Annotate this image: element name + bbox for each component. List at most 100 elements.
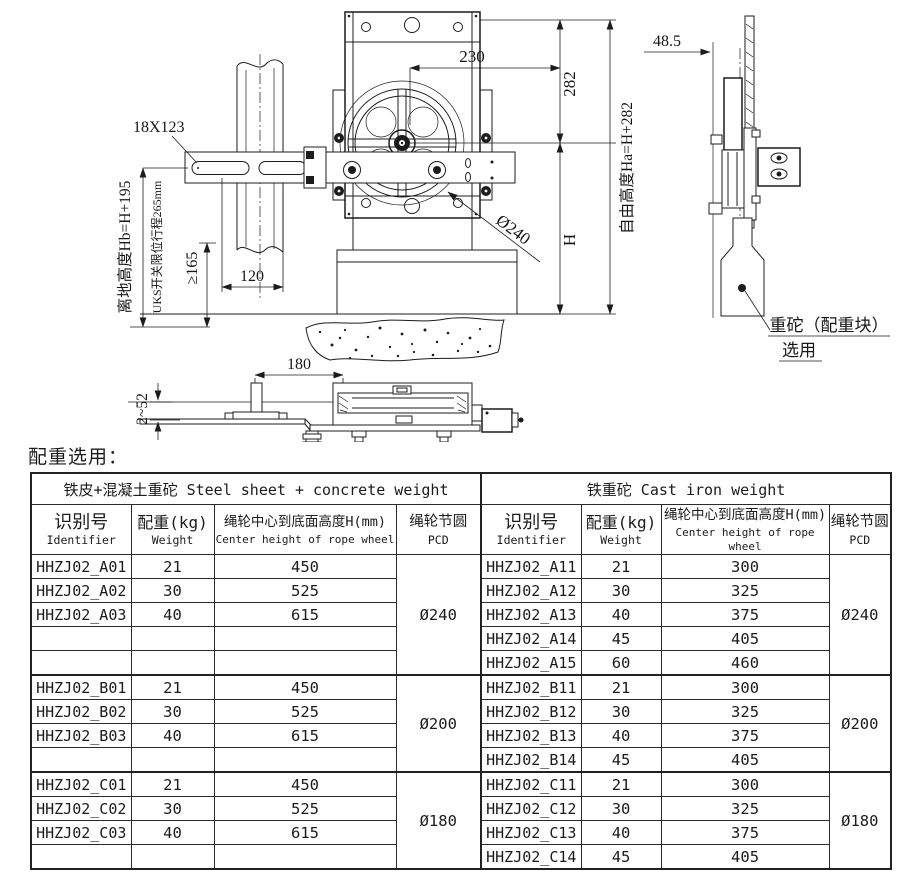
cell-identifier: HHZJ02_B12 (480, 699, 582, 724)
cell-height: 300 (660, 674, 830, 700)
cell-height: 325 (660, 699, 830, 724)
bottom-view: 180 (128, 356, 524, 448)
cell-height (213, 844, 397, 870)
cell-identifier (30, 650, 132, 676)
slot-label: 18X123 (133, 119, 185, 136)
cell-height: 405 (660, 747, 830, 773)
col-header-pcd-en: PCD (849, 533, 871, 547)
col-header-identifier: 识别号 Identifier (30, 504, 132, 555)
dim-180: 180 (287, 356, 311, 373)
weight-pedestal (140, 218, 560, 315)
cell-pcd: Ø180 (828, 771, 892, 870)
cell-identifier: HHZJ02_C14 (480, 844, 582, 870)
cell-weight: 21 (580, 674, 662, 700)
col-header-weight: 配重(kg) Weight (130, 504, 215, 555)
cell-height: 460 (660, 650, 830, 676)
cell-weight: 30 (580, 796, 662, 821)
col-header-pcd-right: 绳轮节圆 PCD (828, 504, 892, 555)
col-header-height: 绳轮中心到底面高度H(mm) Center height of rope whe… (213, 504, 397, 555)
cell-weight (130, 626, 215, 651)
min-clearance-label: ≥165 (184, 252, 201, 285)
cell-weight: 21 (580, 771, 662, 797)
cell-height: 325 (660, 796, 830, 821)
col-header-identifier-en: Identifier (46, 533, 116, 547)
cell-identifier (30, 626, 132, 651)
cell-height: 450 (213, 554, 397, 579)
col-header-weight-right: 配重(kg) Weight (580, 504, 662, 555)
col-header-height-en: Center height of rope wheel (215, 533, 395, 546)
cell-identifier: HHZJ02_A13 (480, 602, 582, 627)
technical-drawing: 230 282 H 自由高度Ha=H+282 Ø240 120 18X123 离… (116, 11, 890, 448)
cell-height: 450 (213, 674, 397, 700)
col-header-identifier-zh: 识别号 (54, 512, 109, 533)
cell-identifier: HHZJ02_A15 (480, 650, 582, 676)
cell-identifier (30, 844, 132, 870)
mounting-arm (184, 146, 516, 189)
cell-weight: 60 (580, 650, 662, 676)
cell-weight: 40 (580, 820, 662, 845)
col-header-identifier-en: Identifier (496, 533, 566, 547)
dim-282: 282 (560, 71, 579, 97)
side-view: 48.5 重砣（配重块） 选用 (644, 15, 890, 362)
cell-weight: 40 (580, 723, 662, 748)
wheel-dia-label: Ø240 (493, 211, 535, 249)
cell-weight (130, 650, 215, 676)
col-header-weight-zh: 配重(kg) (137, 513, 208, 532)
cell-weight: 45 (580, 844, 662, 870)
technical-drawing-area: 230 282 H 自由高度Ha=H+282 Ø240 120 18X123 离… (116, 11, 890, 448)
side-mechanism (708, 77, 801, 221)
col-header-pcd-zh: 绳轮节圆 (830, 514, 889, 530)
cell-weight: 30 (580, 699, 662, 724)
cell-weight: 21 (130, 674, 215, 700)
col-header-height-zh: 绳轮中心到底面高度H(mm) (223, 514, 387, 530)
frame-plate (332, 11, 493, 219)
cell-identifier: HHZJ02_A14 (480, 626, 582, 651)
dim-120: 120 (240, 268, 264, 285)
cell-height (213, 626, 397, 651)
cell-identifier: HHZJ02_C03 (30, 820, 132, 845)
cell-height: 375 (660, 820, 830, 845)
bottom-pole-stub (224, 382, 288, 420)
cell-weight: 40 (130, 723, 215, 748)
col-header-pcd: 绳轮节圆 PCD (395, 504, 482, 555)
cell-identifier: HHZJ02_A12 (480, 578, 582, 603)
uks-travel-label: UKS开关限位行程265mm (149, 180, 164, 313)
cell-height: 405 (660, 626, 830, 651)
cell-pcd: Ø240 (828, 554, 892, 676)
cell-weight: 21 (130, 554, 215, 579)
cell-weight: 30 (130, 578, 215, 603)
cell-weight: 21 (580, 554, 662, 579)
col-header-height-right: 绳轮中心到底面高度H(mm) Center height of rope whe… (660, 504, 830, 555)
cell-height: 525 (213, 699, 397, 724)
cell-weight: 30 (130, 699, 215, 724)
cell-weight: 21 (130, 771, 215, 797)
cell-identifier: HHZJ02_B03 (30, 723, 132, 748)
cell-pcd: Ø200 (395, 674, 482, 773)
cell-height: 300 (660, 771, 830, 797)
col-header-height-en: Center height of rope wheel (675, 526, 815, 553)
cell-identifier: HHZJ02_B13 (480, 723, 582, 748)
page-title: 配重选用： (28, 446, 129, 468)
dim-48-5: 48.5 (653, 33, 681, 50)
col-header-height-zh: 绳轮中心到底面高度H(mm) (663, 507, 827, 523)
cell-pcd: Ø180 (395, 771, 482, 870)
cell-weight (130, 747, 215, 773)
weight-note-line2: 选用 (782, 341, 816, 360)
col-header-identifier-right: 识别号 Identifier (480, 504, 582, 555)
cell-identifier: HHZJ02_A01 (30, 554, 132, 579)
cell-weight: 45 (580, 747, 662, 773)
dim-230: 230 (459, 47, 485, 66)
weight-note-line1: 重砣（配重块） (770, 316, 889, 335)
cell-identifier: HHZJ02_B14 (480, 747, 582, 773)
column-header-row: 识别号 Identifier 配重(kg) Weight 绳轮中心到底面高度H(… (30, 504, 892, 555)
cell-identifier: HHZJ02_B02 (30, 699, 132, 724)
